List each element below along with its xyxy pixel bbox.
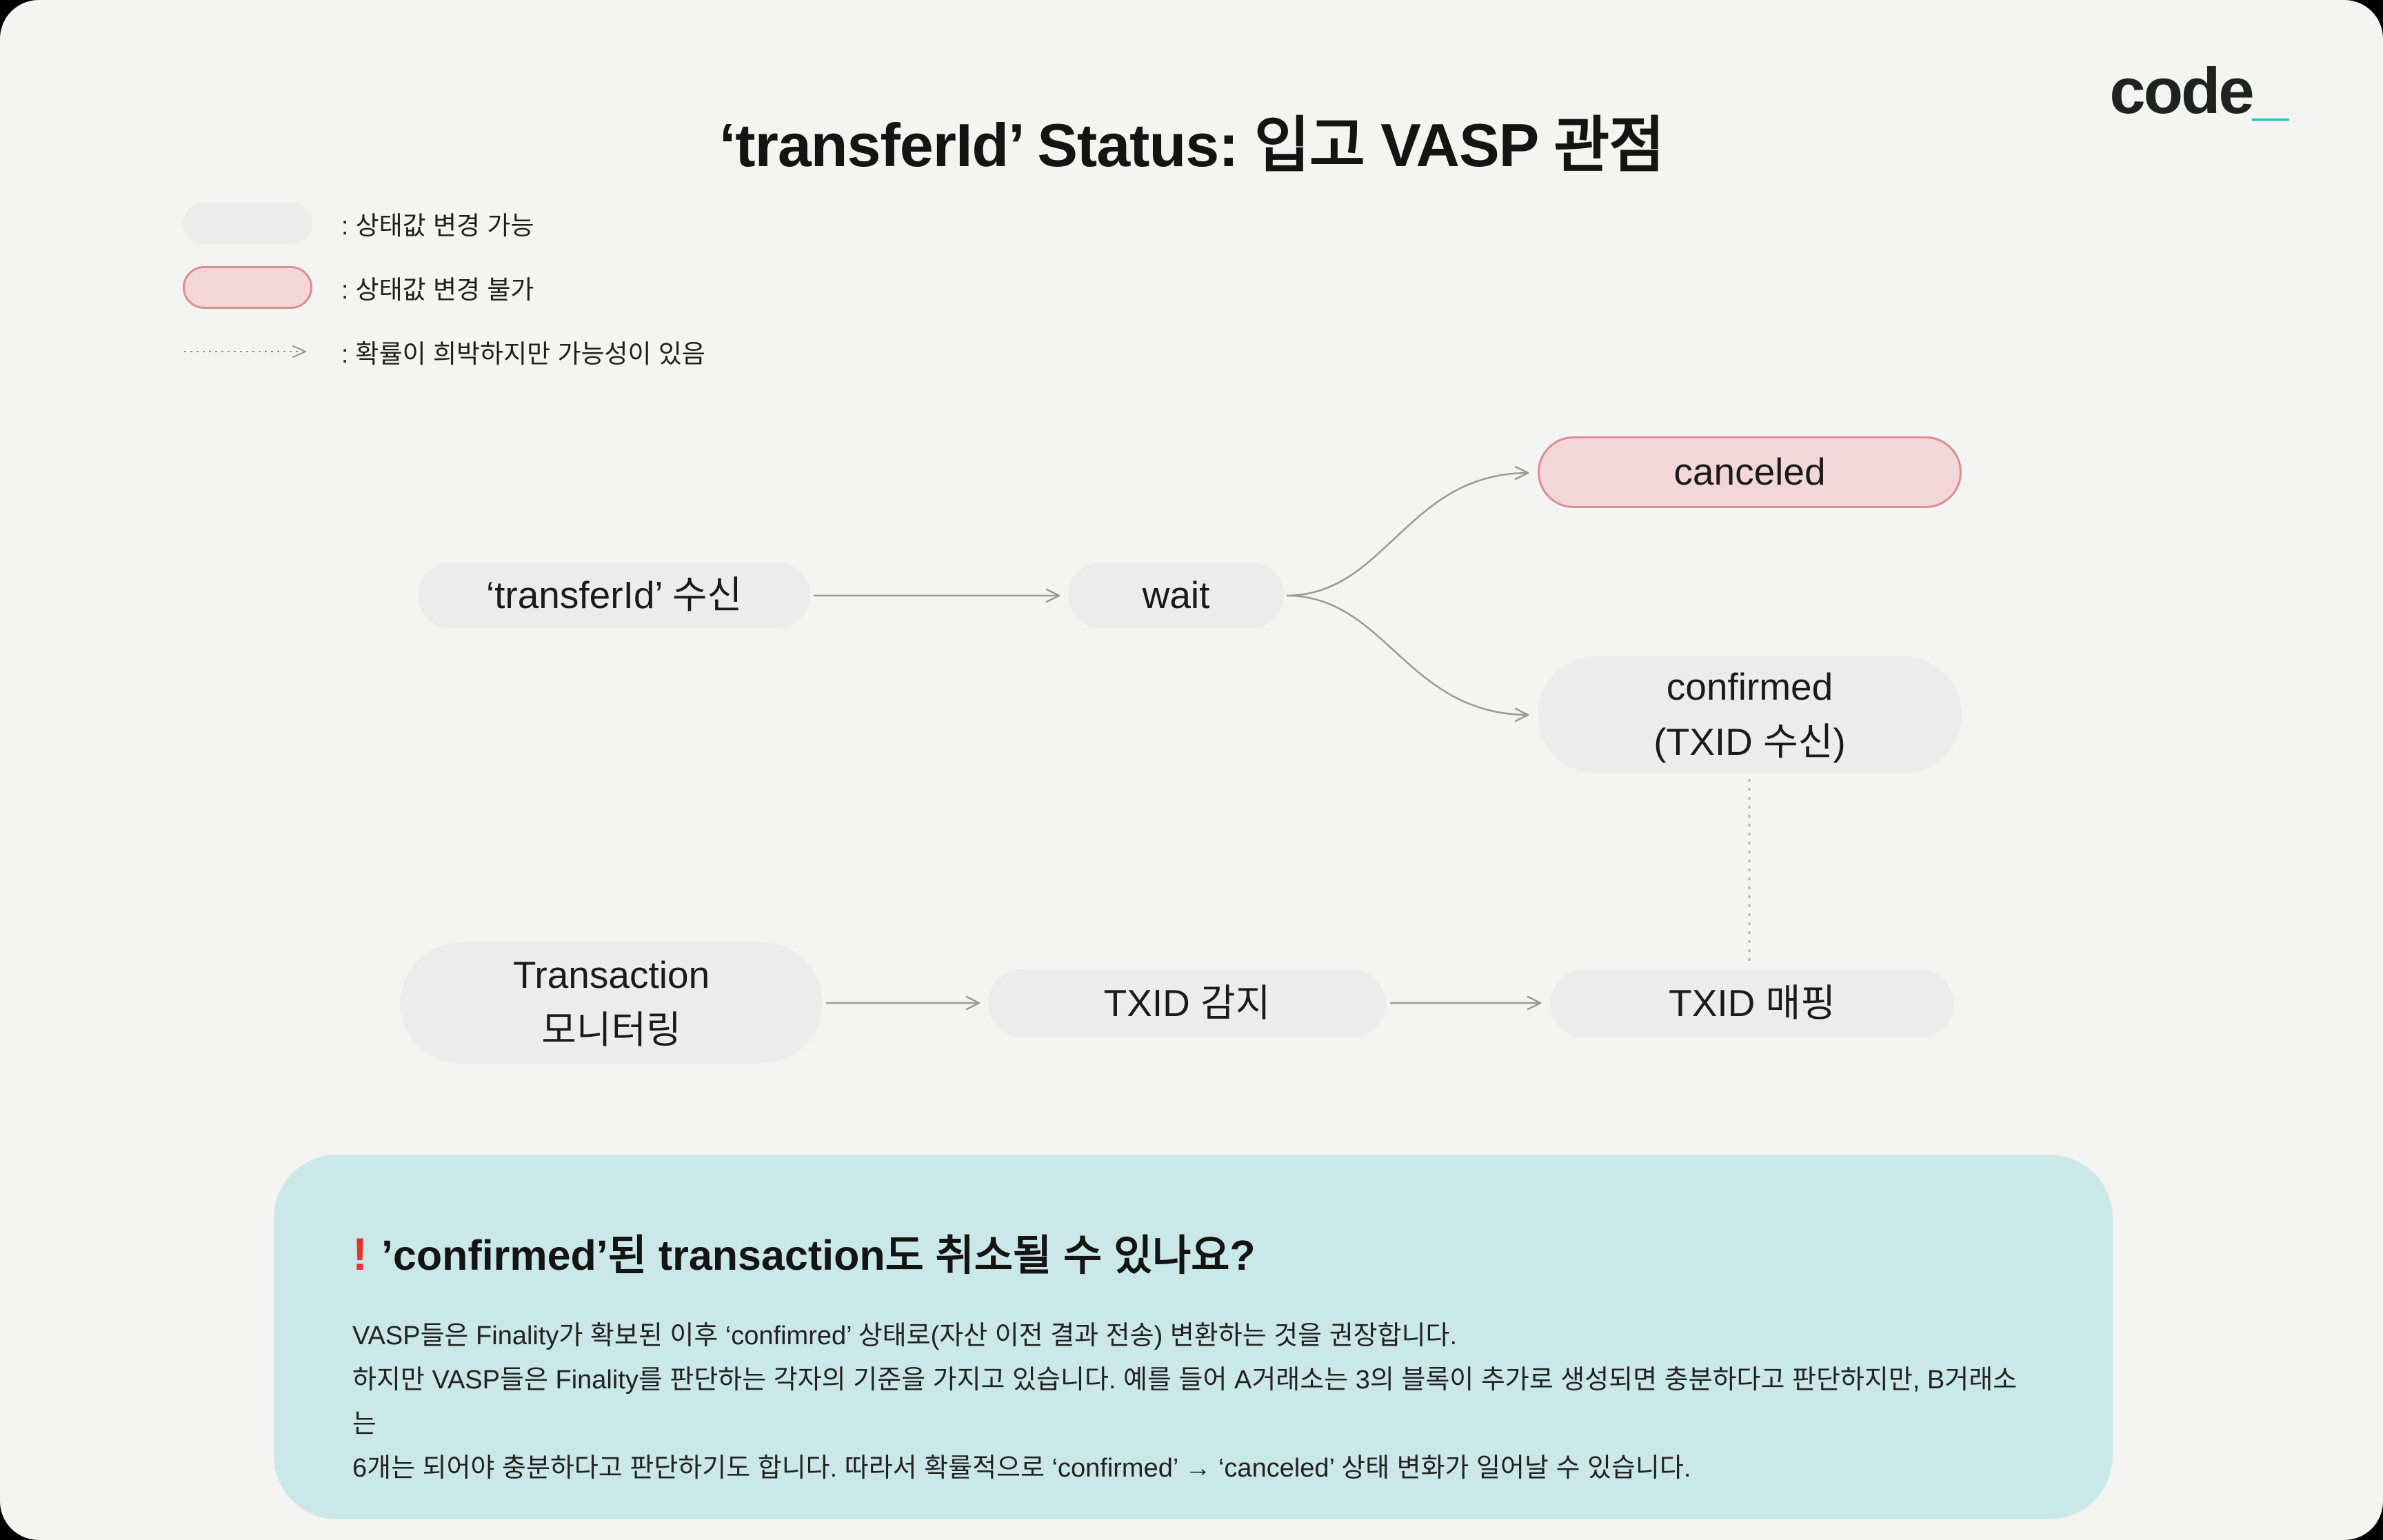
node-txid-detect: TXID 감지 [988,969,1386,1037]
node-label-line2: 모니터링 [541,1009,681,1051]
dashed-arrow-icon [183,343,312,360]
node-label: canceled [1673,450,1826,494]
callout-body-line: VASP들은 Finality가 확보된 이후 ‘confimred’ 상태로(… [352,1321,1458,1350]
logo-underscore: _ [2252,54,2289,127]
node-label: confirmed [1666,665,1833,709]
node-transaction-monitoring: Transaction 모니터링 [400,942,823,1064]
callout-box: ! ’confirmed’된 transaction도 취소될 수 있나요? V… [274,1155,2113,1519]
edge-wait-to-confirmed [1286,594,1529,722]
legend-item-unlikely: : 확률이 희박하지만 가능성이 있음 [183,330,705,373]
node-transferid-received: ‘transferId’ 수신 [418,562,810,629]
page-title: ‘transferId’ Status: 입고 VASP 관점 [718,111,1665,179]
node-label-line2: (TXID 수신) [1653,720,1846,763]
node-label: TXID 매핑 [1669,981,1836,1024]
legend-item-editable: : 상태값 변경 가능 [183,202,705,245]
legend-label: : 상태값 변경 불가 [341,276,534,304]
node-canceled: canceled [1538,436,1962,508]
node-confirmed: confirmed (TXID 수신) [1538,656,1962,773]
legend-label: : 확률이 희박하지만 가능성이 있음 [341,340,705,368]
callout-title-text: ’confirmed’된 transaction도 취소될 수 있나요? [381,1232,1256,1279]
legend-item-locked: : 상태값 변경 불가 [183,266,705,309]
node-label: Transaction [512,953,710,997]
legend-label: : 상태값 변경 가능 [341,212,534,240]
code-logo: code_ [2109,54,2289,128]
callout-body-line: 6개는 되어야 충분하다고 판단하기도 합니다. 따라서 확률적으로 ‘conf… [352,1454,1691,1483]
edge-wait-to-canceled [1286,465,1529,597]
callout-title: ! ’confirmed’된 transaction도 취소될 수 있나요? [352,1221,2034,1282]
logo-text: code [2109,54,2254,127]
gray-pill-swatch [183,202,312,245]
callout-body: VASP들은 Finality가 확보된 이후 ‘confimred’ 상태로(… [352,1314,2034,1490]
node-label: TXID 감지 [1103,981,1271,1024]
node-txid-mapping: TXID 매핑 [1550,969,1954,1037]
node-label: ‘transferId’ 수신 [485,573,743,616]
node-label: wait [1142,573,1210,616]
legend: : 상태값 변경 가능 : 상태값 변경 불가 : 확률이 희박하지만 가능성이… [183,202,705,373]
exclamation-icon: ! [352,1228,368,1279]
node-wait: wait [1068,562,1284,629]
callout-body-line: 하지만 VASP들은 Finality를 판단하는 각자의 기준을 가지고 있습… [352,1366,2018,1439]
pink-pill-swatch [183,266,312,309]
